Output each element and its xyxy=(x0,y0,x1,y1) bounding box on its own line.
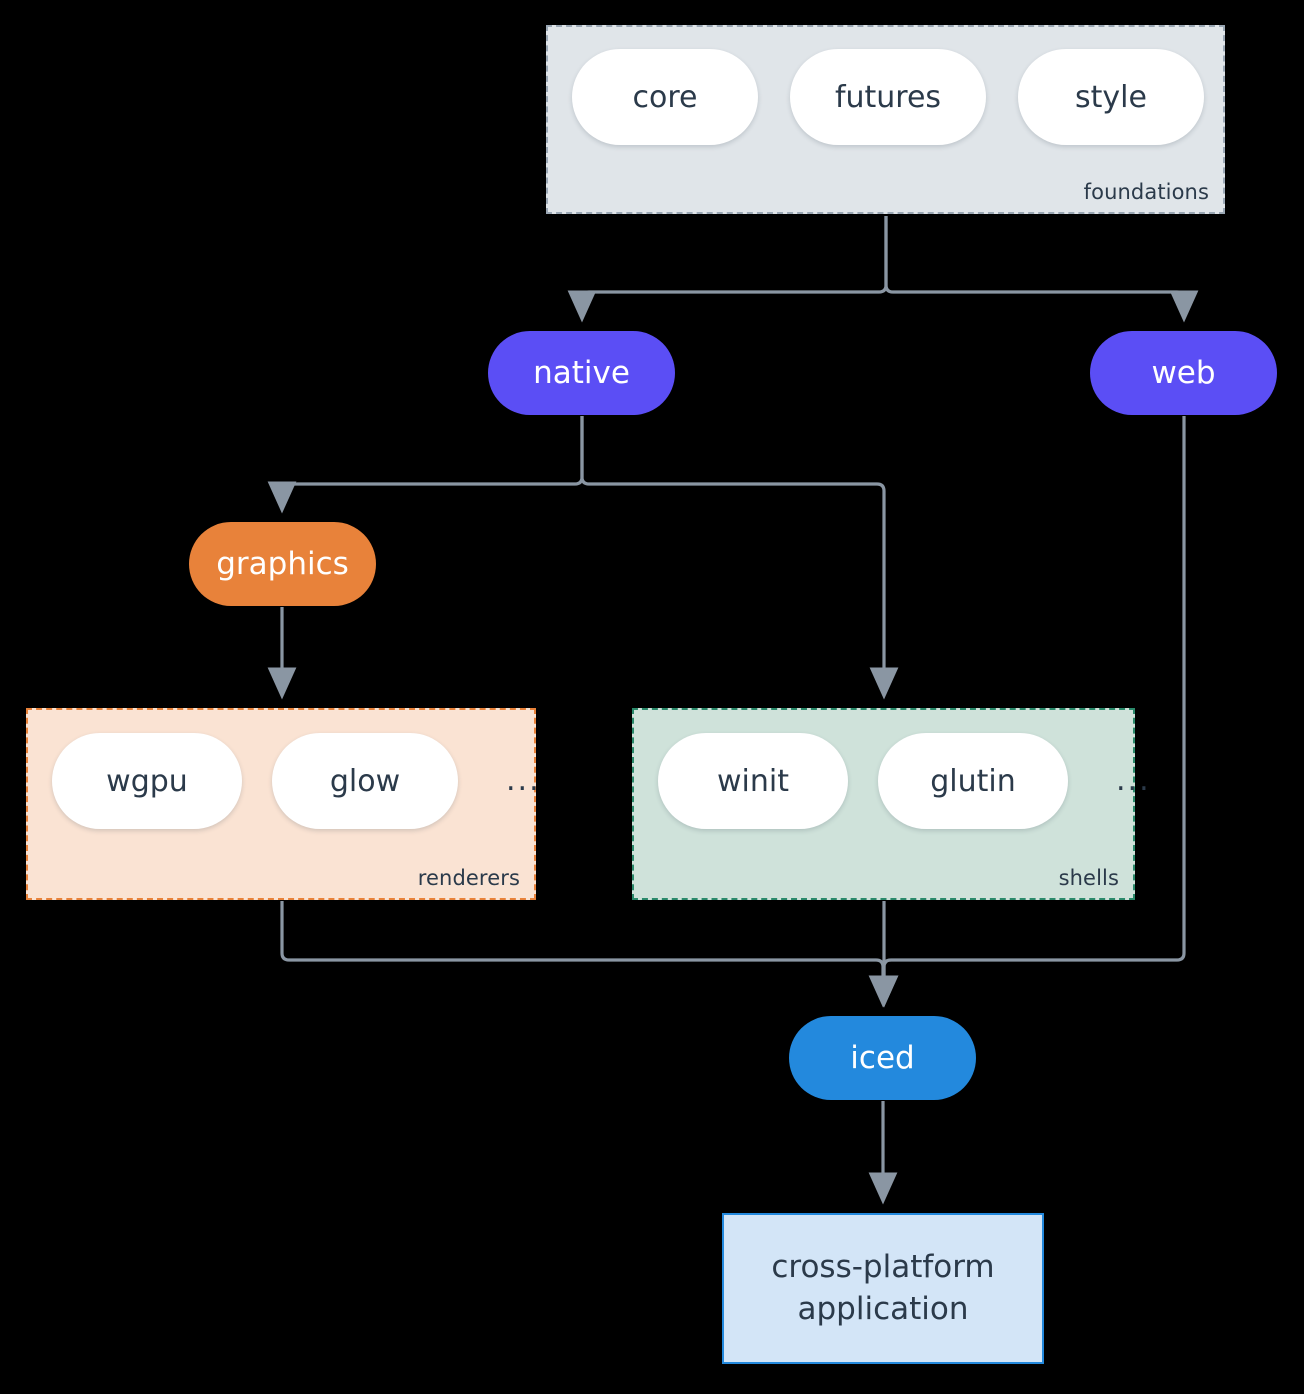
chip-core[interactable]: core xyxy=(572,49,758,145)
node-cross-platform-application[interactable]: cross-platform application xyxy=(722,1213,1044,1364)
chip-wgpu[interactable]: wgpu xyxy=(52,733,242,829)
chip-winit[interactable]: winit xyxy=(658,733,848,829)
foundations-chip-row: core futures style xyxy=(572,49,1204,145)
renderers-chip-row: wgpu glow ... xyxy=(52,733,541,829)
edge-foundations-web xyxy=(884,216,1199,323)
chip-glow[interactable]: glow xyxy=(272,733,458,829)
group-foundations-label: foundations xyxy=(1083,180,1209,204)
application-line-1: cross-platform xyxy=(771,1248,995,1285)
node-native[interactable]: native xyxy=(488,331,675,415)
group-shells: winit glutin ... shells xyxy=(632,708,1149,900)
edge-native-shells xyxy=(580,416,899,700)
shells-ellipsis: ... xyxy=(1116,763,1151,798)
group-renderers: wgpu glow ... renderers xyxy=(26,708,539,900)
group-shells-label: shells xyxy=(1058,866,1119,890)
chip-style[interactable]: style xyxy=(1018,49,1204,145)
group-renderers-label: renderers xyxy=(417,866,520,890)
node-web[interactable]: web xyxy=(1090,331,1277,415)
renderers-ellipsis: ... xyxy=(506,763,541,798)
application-line-2: application xyxy=(797,1290,969,1327)
edge-foundations-native xyxy=(567,216,888,323)
edge-renderers-iced xyxy=(280,901,898,1008)
group-foundations: core futures style foundations xyxy=(546,25,1225,214)
node-iced[interactable]: iced xyxy=(789,1016,976,1100)
node-graphics[interactable]: graphics xyxy=(189,522,376,606)
shells-chip-row: winit glutin ... xyxy=(658,733,1151,829)
edge-native-graphics xyxy=(267,416,584,514)
chip-futures[interactable]: futures xyxy=(790,49,986,145)
chip-glutin[interactable]: glutin xyxy=(878,733,1068,829)
